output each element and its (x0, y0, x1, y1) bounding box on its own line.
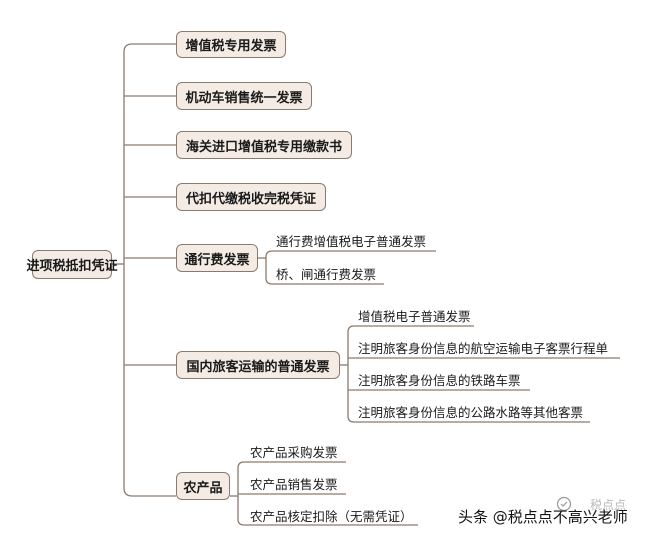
logo-watermark-text: 税点点 (590, 498, 627, 512)
branch-toll-invoice: 通行费发票 (176, 244, 258, 272)
branch-customs-vat-payment: 海关进口增值税专用缴款书 (176, 131, 352, 159)
leaf-road-water-ticket: 注明旅客身份信息的公路水路等其他客票 (358, 405, 584, 420)
leaf-vat-e-invoice: 增值税电子普通发票 (358, 309, 471, 324)
branch-label: 农产品 (183, 480, 223, 496)
leaf-air-ticket-itinerary: 注明旅客身份信息的航空运输电子客票行程单 (358, 341, 609, 356)
branch-label: 通行费发票 (184, 252, 250, 268)
leaf-agri-sales-invoice: 农产品销售发票 (250, 477, 338, 492)
branch-motor-vehicle-invoice: 机动车销售统一发票 (176, 82, 312, 110)
branch-label: 增值税专用发票 (185, 39, 277, 54)
branch-vat-special-invoice: 增值税专用发票 (176, 31, 286, 58)
root-node: 进项税抵扣凭证 (27, 250, 118, 279)
root-label: 进项税抵扣凭证 (26, 259, 118, 274)
leaf-agri-purchase-invoice: 农产品采购发票 (250, 445, 338, 460)
author-watermark: 头条 @税点点不高兴老师 (458, 508, 628, 526)
branch-label: 海关进口增值税专用缴款书 (185, 139, 342, 155)
branch-label: 代扣代缴税收完税凭证 (185, 191, 316, 207)
branch-label: 机动车销售统一发票 (185, 90, 303, 106)
leaf-railway-ticket: 注明旅客身份信息的铁路车票 (358, 373, 521, 388)
branch-domestic-passenger-invoice: 国内旅客运输的普通发票 (176, 351, 340, 379)
logo-icon (556, 496, 572, 512)
branch-agricultural-products: 农产品 (176, 472, 230, 500)
leaf-toll-e-invoice: 通行费增值税电子普通发票 (276, 234, 427, 249)
branch-label: 国内旅客运输的普通发票 (186, 359, 330, 375)
branch-withholding-tax-certificate: 代扣代缴税收完税凭证 (176, 183, 326, 211)
leaf-bridge-toll-invoice: 桥、闸通行费发票 (276, 267, 377, 282)
leaf-agri-verified-deduction: 农产品核定扣除（无需凭证） (250, 509, 413, 524)
